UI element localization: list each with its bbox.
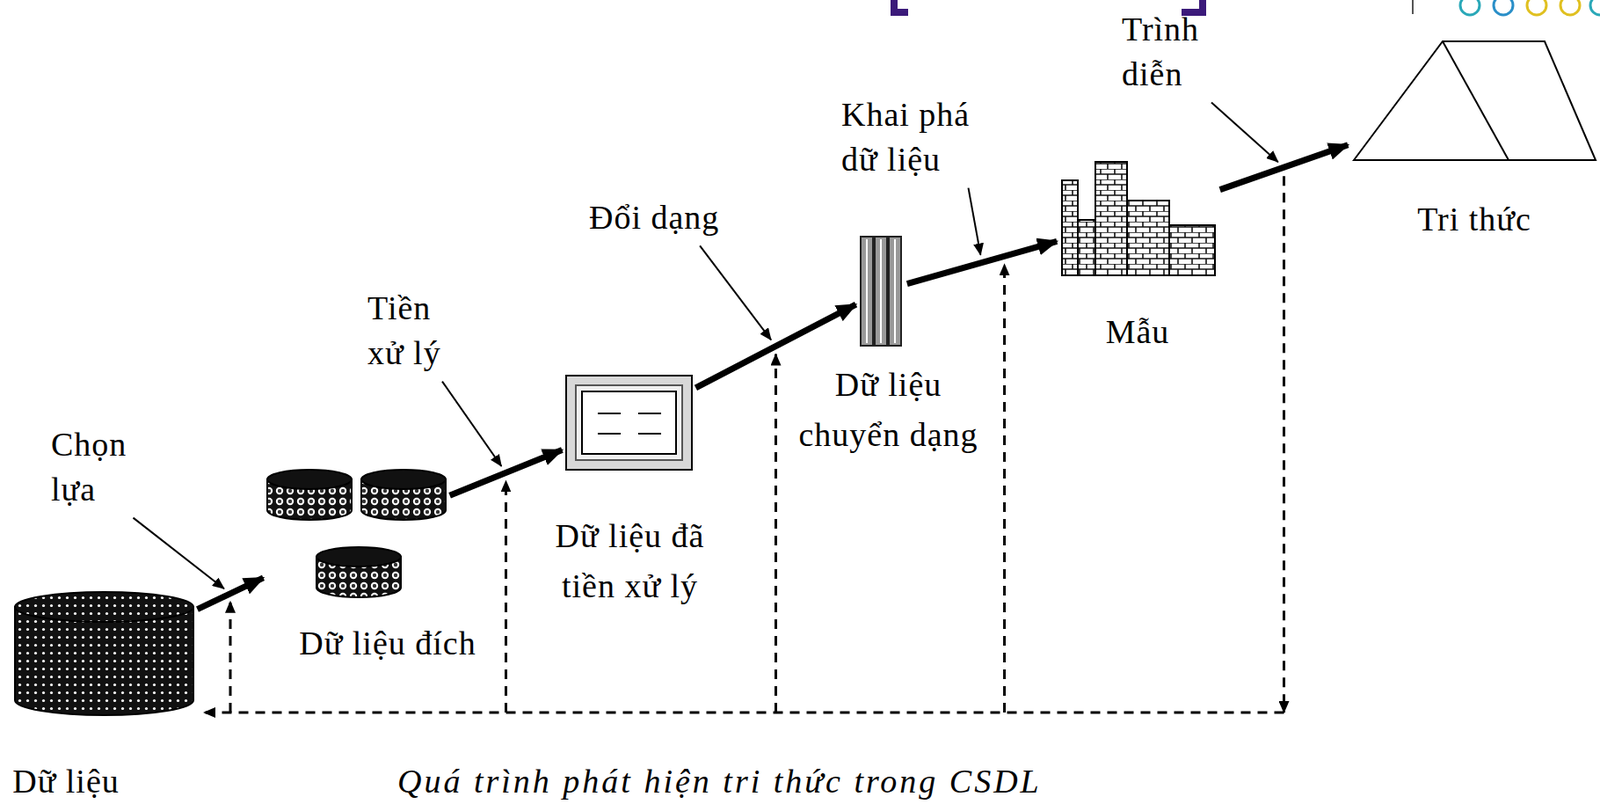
stage-label: Dữ liệu chuyển dạng [789, 359, 988, 460]
cylinder-body [14, 606, 194, 715]
process-arrow [450, 449, 563, 495]
leader-line [1211, 102, 1279, 163]
process-stage: Dữ liệu đã tiền xử lý [566, 375, 692, 470]
stage-label: Tri thức [1377, 194, 1571, 245]
database-icon [14, 591, 194, 715]
cylinder-top [14, 591, 194, 622]
figure-caption: Quá trình phát hiện tri thức trong CSDL [397, 759, 1042, 803]
target-data-icon [267, 469, 446, 597]
stage-label: Mẫu [1084, 306, 1191, 357]
slide-dot [1493, 0, 1513, 15]
knowledge-trapezoid [1353, 41, 1596, 160]
process-arrows [197, 145, 1349, 610]
process-arrow [907, 240, 1057, 284]
form-bevel [575, 385, 683, 460]
bar-highlight [866, 239, 895, 343]
feedback-lines [203, 175, 1285, 713]
process-stage: Dữ liệu [14, 591, 194, 715]
brick-tower [1127, 200, 1170, 276]
cylinder-top [267, 469, 352, 489]
step-label: Chọn lựa [50, 421, 148, 513]
stage-label: Dữ liệu [0, 756, 132, 804]
knowledge-divider [1442, 41, 1509, 160]
feedback-line [774, 354, 778, 713]
leader-line [699, 245, 771, 340]
slide-bracket [890, 8, 909, 16]
process-stage: Mẫu [1061, 160, 1216, 276]
feedback-line [1282, 175, 1286, 713]
slide-dot [1460, 0, 1480, 15]
callout-leaders [133, 102, 1279, 590]
brick-tower [1169, 225, 1215, 276]
transformed-data-icon [860, 236, 902, 346]
process-stage: Dữ liệu đích [267, 469, 446, 597]
process-arrow [695, 304, 856, 388]
stage-label: Dữ liệu đích [273, 618, 502, 669]
feedback-line [504, 480, 508, 713]
step-label: Đổi dạng [589, 195, 720, 240]
brick-tower [1077, 219, 1096, 276]
step-label: Tiền xử lý [367, 285, 456, 377]
knowledge-icon [1353, 41, 1596, 160]
brick-tower [1061, 180, 1078, 276]
cylinder-top [316, 546, 401, 567]
slide-rule [1411, 0, 1414, 15]
form-dashes [597, 413, 662, 434]
slide-dot [1590, 0, 1600, 15]
process-arrow [1220, 145, 1349, 190]
slide-dot [1527, 0, 1547, 15]
feedback-line [203, 711, 1285, 714]
process-stage: Tri thức [1352, 40, 1597, 161]
feedback-line [1003, 263, 1006, 713]
slide-dot [1560, 0, 1580, 15]
step-label: Khai phá dữ liệu [841, 92, 991, 183]
leader-line [968, 188, 982, 255]
form-frame [566, 375, 692, 470]
leader-line [442, 381, 502, 466]
form-icon [566, 375, 692, 470]
feedback-line [229, 601, 233, 713]
leader-line [133, 517, 225, 590]
cylinder-top [361, 469, 446, 489]
pattern-icon [1061, 161, 1215, 276]
step-label: Trình diễn [1121, 7, 1228, 98]
brick-tower [1095, 161, 1128, 276]
form-panel [581, 391, 677, 454]
process-stage: Dữ liệu chuyển dạng [859, 234, 903, 348]
process-arrow [197, 577, 264, 610]
stage-label: Dữ liệu đã tiền xử lý [530, 510, 729, 611]
slide-dots [1460, 0, 1600, 15]
